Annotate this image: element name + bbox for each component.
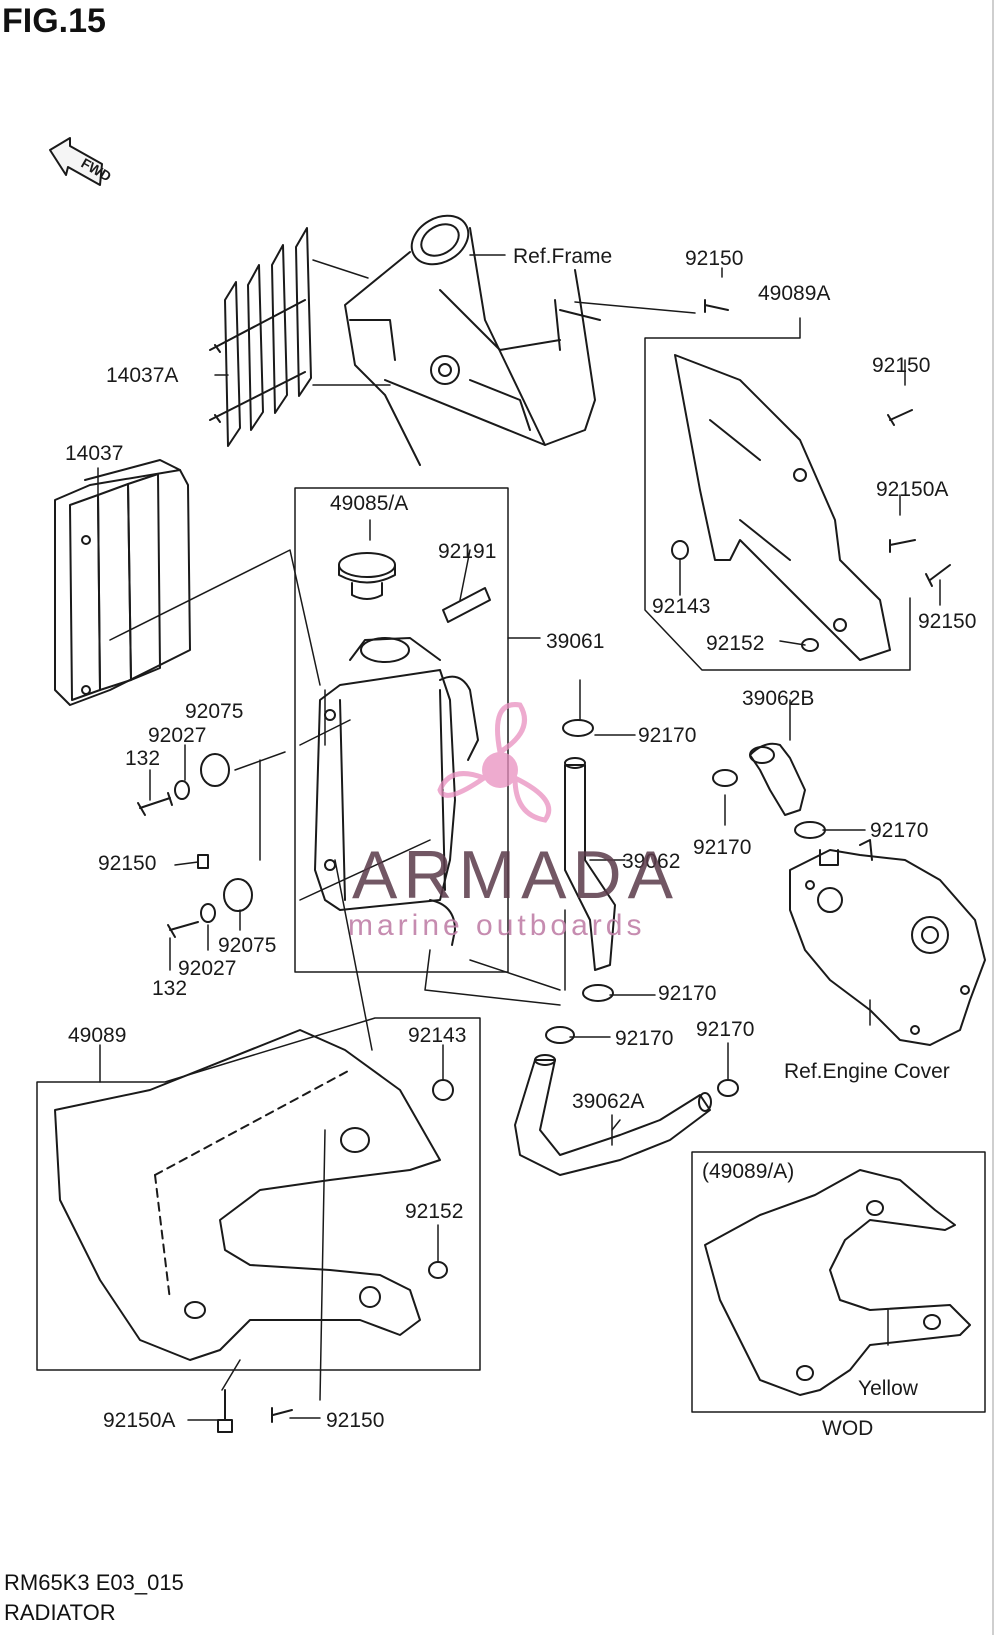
watermark-tagline: marine outboards	[348, 909, 645, 942]
label-92170: 92170	[870, 819, 928, 842]
overflow-hose-92191	[442, 587, 491, 623]
label-92150A: 92150A	[876, 478, 948, 501]
label-ref-engine-cover: Ref.Engine Cover	[784, 1060, 950, 1083]
radiator-louver-14037	[54, 459, 191, 706]
shroud-49089A	[674, 354, 891, 661]
label-39062: 39062	[622, 850, 680, 873]
shroud-49089	[36, 1017, 481, 1371]
label-yellow: Yellow	[858, 1377, 919, 1400]
label-49089: 49089	[68, 1024, 126, 1047]
hose-39062	[564, 757, 616, 971]
label-92170: 92170	[615, 1027, 673, 1050]
watermark: ARMADA marine outboards	[348, 837, 679, 942]
part-labels: Ref.Frame 92150 49089A 14037A 92150 1403…	[65, 155, 976, 1440]
shroud-inset-49089A	[691, 1151, 986, 1413]
label-92143: 92143	[408, 1024, 466, 1047]
label-49085A: 49085/A	[330, 492, 408, 515]
label-92150: 92150	[326, 1409, 384, 1432]
label-92027: 92027	[178, 957, 236, 980]
radiator-39061	[294, 487, 509, 973]
fwd-arrow-icon	[49, 137, 103, 186]
label-14037: 14037	[65, 442, 123, 465]
watermark-logo-icon	[437, 702, 552, 823]
label-92150A: 92150A	[103, 1409, 175, 1432]
label-49089A: 49089A	[758, 282, 830, 305]
figure-title: FIG.15	[2, 2, 106, 40]
label-92150: 92150	[918, 610, 976, 633]
label-92143: 92143	[652, 595, 710, 618]
label-92075: 92075	[185, 700, 243, 723]
label-92170: 92170	[696, 1018, 754, 1041]
label-14037A: 14037A	[106, 364, 178, 387]
watermark-brand: ARMADA	[352, 837, 679, 913]
label-39061: 39061	[546, 630, 604, 653]
clamp-92170-icons	[545, 719, 826, 1097]
label-92150: 92150	[685, 247, 743, 270]
label-wod: WOD	[822, 1417, 873, 1440]
label-92191: 92191	[438, 540, 496, 563]
radiator-guard-14037A	[209, 227, 312, 447]
label-49089A-inset: (49089/A)	[702, 1160, 794, 1183]
label-92027: 92027	[148, 724, 206, 747]
label-132: 132	[125, 747, 160, 770]
engine-cover-reference	[789, 839, 986, 1046]
radiator-cap-49085A	[338, 552, 396, 600]
model-code: RM65K3 E03_015	[4, 1570, 184, 1595]
bolts-and-grommets	[137, 299, 951, 1433]
label-92152: 92152	[405, 1200, 463, 1223]
label-92150: 92150	[98, 852, 156, 875]
label-92170: 92170	[638, 724, 696, 747]
label-92170: 92170	[693, 836, 751, 859]
page-edge	[992, 0, 994, 1635]
hose-39062B	[749, 742, 806, 816]
frame-reference	[344, 214, 601, 466]
label-92170: 92170	[658, 982, 716, 1005]
label-92150: 92150	[872, 354, 930, 377]
label-132: 132	[152, 977, 187, 1000]
hose-39062A	[514, 1054, 712, 1176]
label-92152: 92152	[706, 632, 764, 655]
label-39062B: 39062B	[742, 687, 814, 710]
section-name: RADIATOR	[4, 1600, 116, 1625]
label-39062A: 39062A	[572, 1090, 644, 1113]
label-ref-frame: Ref.Frame	[513, 245, 612, 268]
leader-lines	[97, 254, 941, 1421]
label-92075: 92075	[218, 934, 276, 957]
